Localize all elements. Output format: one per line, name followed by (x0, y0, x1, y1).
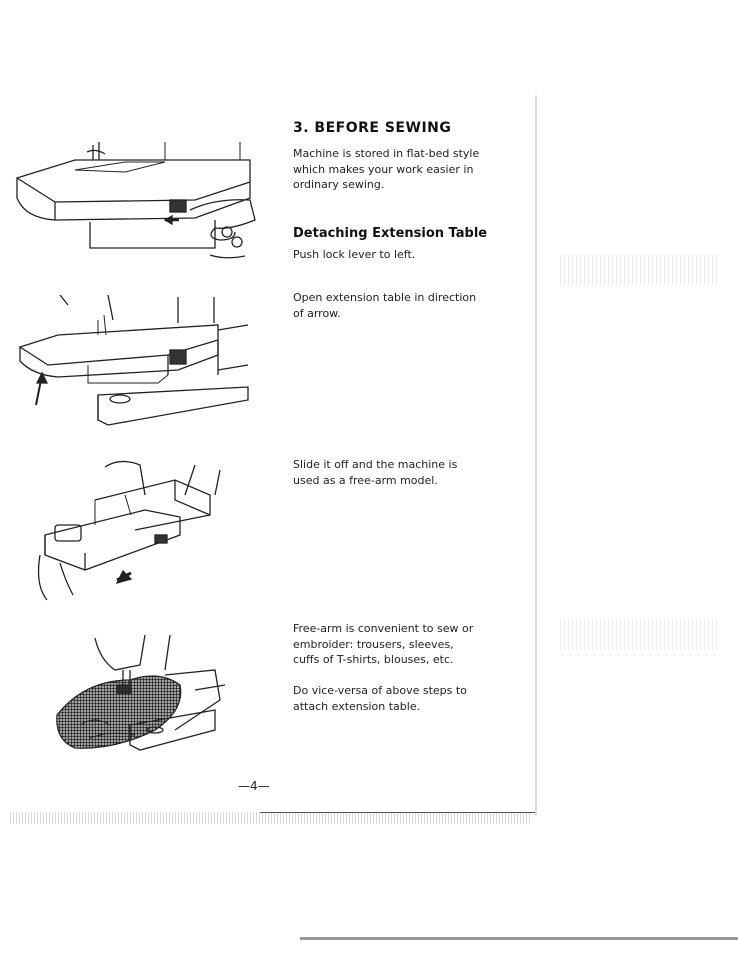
scan-noise-patch-2 (560, 620, 720, 650)
step-3-text: Slide it off and the machine is used as … (293, 458, 458, 487)
section-intro: Machine is stored in flat-bed style whic… (293, 147, 480, 191)
slide-off-table-illustration (35, 455, 230, 605)
subsection-heading: Detaching Extension Table (293, 226, 488, 241)
scan-edge-line (260, 812, 535, 813)
note-vice-versa-text: Do vice-versa of above steps to attach e… (293, 684, 467, 713)
step-1-text: Push lock lever to left. (293, 248, 416, 261)
scan-noise-patch (560, 255, 720, 285)
scan-bottom-edge (300, 937, 738, 940)
lock-lever-illustration (15, 140, 260, 265)
section-heading: 3. BEFORE SEWING (293, 120, 452, 136)
scan-fold-line (535, 95, 537, 815)
free-arm-sewing-illustration (55, 630, 230, 755)
step-2-text: Open extension table in direction of arr… (293, 291, 477, 320)
note-free-arm-text: Free-arm is convenient to sew or embroid… (293, 622, 474, 666)
open-extension-table-illustration (18, 295, 253, 435)
scan-noise-band (10, 812, 530, 824)
page-number: —4— (238, 779, 270, 793)
